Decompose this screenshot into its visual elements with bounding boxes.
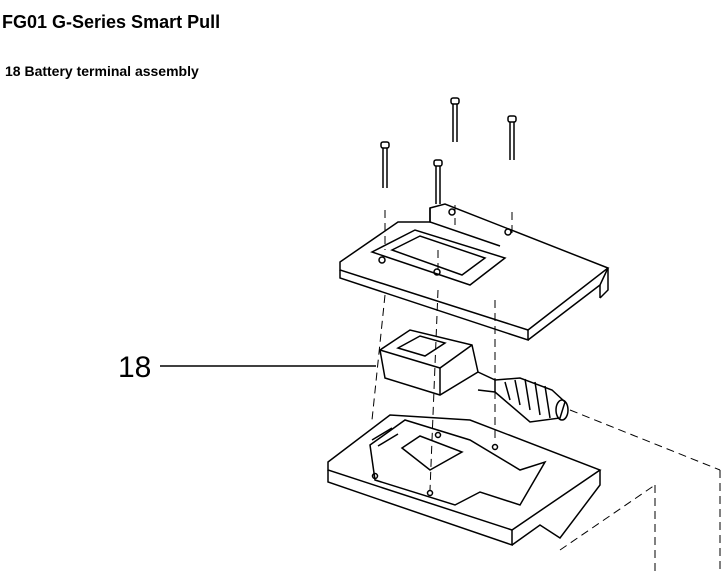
- alignment-lines: [371, 205, 721, 573]
- callout-label: 18: [118, 351, 151, 384]
- section-title: 18 Battery terminal assembly: [5, 63, 199, 79]
- base-plate: [327, 414, 602, 547]
- battery-terminal-connector: [379, 329, 569, 423]
- screw: [450, 97, 460, 142]
- screw: [433, 159, 443, 204]
- top-cover-plate: [339, 203, 610, 342]
- page-title: FG01 G-Series Smart Pull: [2, 12, 221, 32]
- callout-18: 18: [118, 351, 376, 384]
- screw: [380, 141, 390, 188]
- screw: [507, 115, 517, 160]
